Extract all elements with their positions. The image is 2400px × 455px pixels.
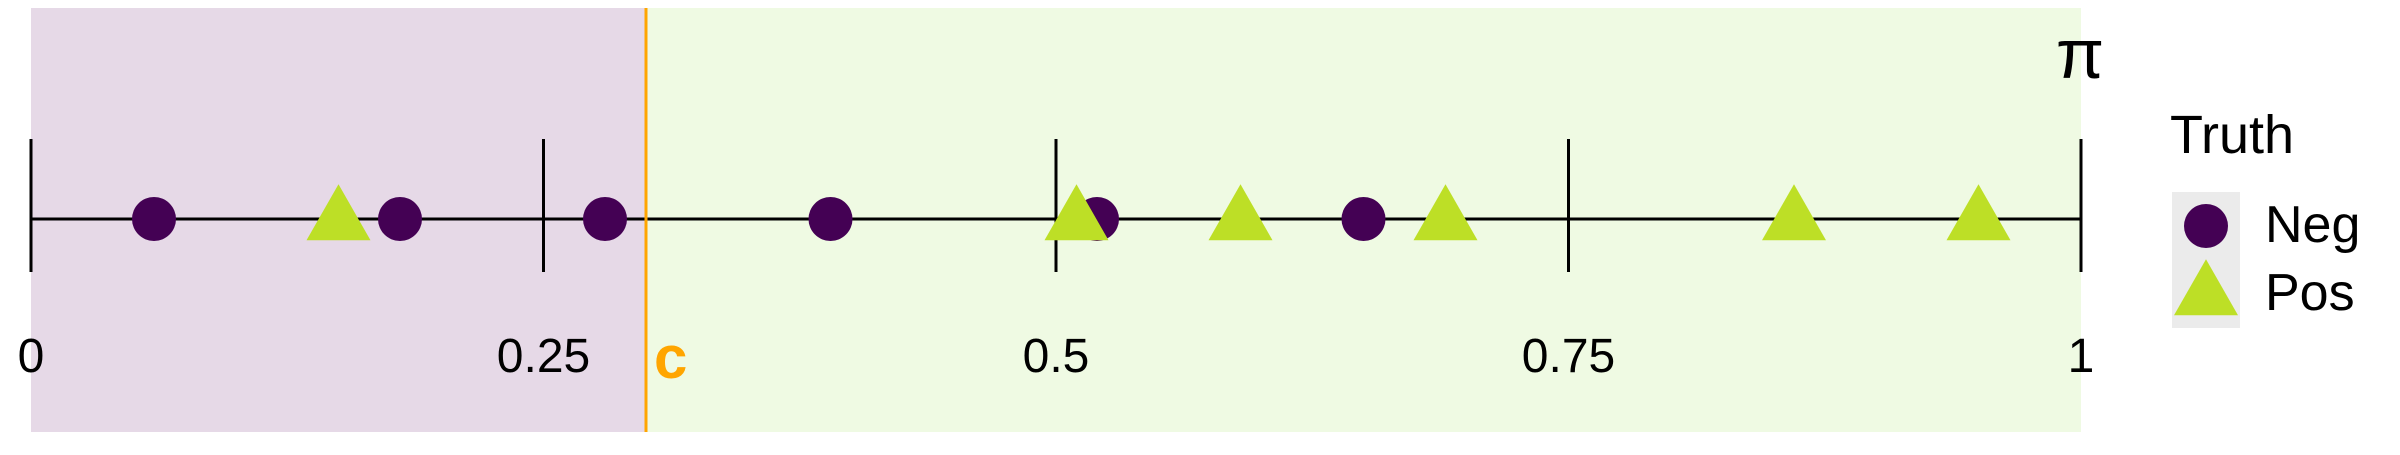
pos-point [306, 184, 371, 241]
tick-label: 0.75 [1522, 330, 1615, 383]
legend-pos-triangle-icon [2174, 259, 2238, 316]
pos-point [1762, 184, 1826, 241]
number-line-axis [29, 8, 2083, 432]
tick-label: 1 [2068, 330, 2095, 383]
neg-point [378, 197, 422, 241]
neg-point [132, 197, 176, 241]
legend-label: Neg [2265, 196, 2360, 254]
pos-point [1044, 184, 1109, 241]
pos-point [1208, 184, 1273, 241]
pos-point [1946, 184, 2011, 241]
cutoff-label: c [654, 324, 687, 391]
data-points [132, 184, 2011, 241]
tick-label: 0.5 [1023, 330, 1090, 383]
tick-labels: 0 0.25 0.5 0.75 1 [18, 330, 2095, 383]
axis-label: π [2056, 15, 2104, 93]
neg-point [583, 197, 627, 241]
legend-title: Truth [2170, 105, 2294, 165]
neg-point [808, 197, 853, 241]
legend-label: Pos [2265, 264, 2355, 322]
tick-label: 0 [18, 330, 45, 383]
tick-label: 0.25 [497, 330, 590, 383]
pos-point [1413, 184, 1478, 241]
neg-point [1341, 197, 1386, 241]
legend-neg-circle-icon [2184, 204, 2228, 248]
